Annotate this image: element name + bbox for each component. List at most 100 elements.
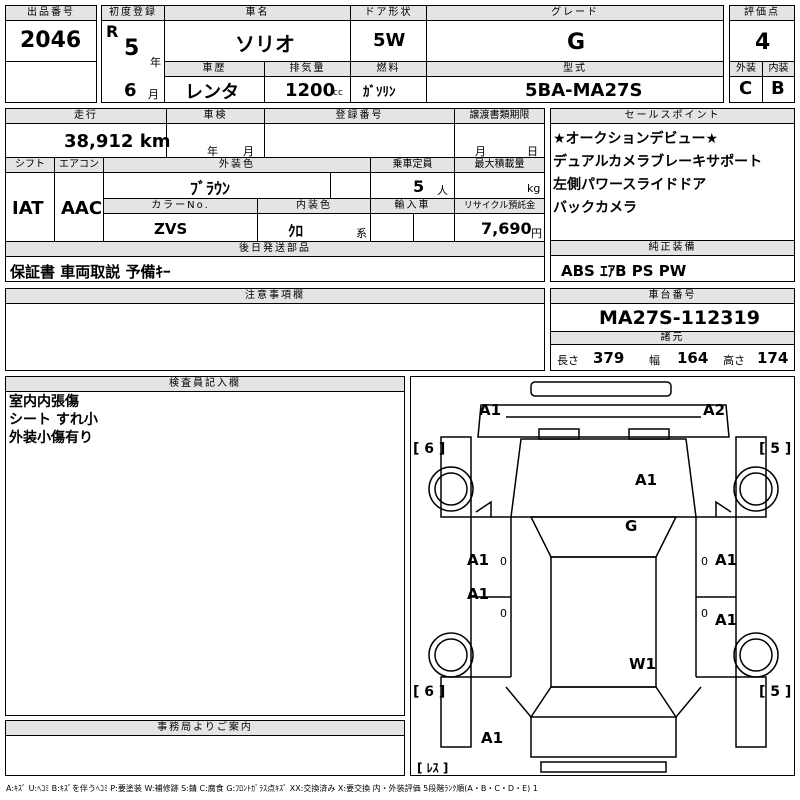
displacement: 1200 (285, 80, 336, 101)
grade-label: グレード (427, 6, 723, 21)
recycle-unit: 円 (531, 227, 542, 240)
width: 164 (677, 349, 709, 367)
history-cell: 車歴 レンタ (164, 61, 265, 103)
chassis-number: MA27S-112319 (599, 307, 760, 329)
transfer-day-unit: 日 (527, 145, 538, 158)
color-no-cell: カラーNo. ZVS (103, 198, 258, 242)
inspector-cell: 検査員記入欄 室内内張傷 シート すれ小 外装小傷有り (5, 376, 405, 716)
ac-cell: エアコン AAC (54, 157, 104, 242)
interior-color-cell: 内装色 ｸﾛ 系 (257, 198, 371, 242)
capacity: 5 (413, 177, 425, 196)
load-label: 最大積載量 (455, 158, 544, 173)
lot-extra-cell (5, 61, 97, 103)
tire-rear-right: [ 5 ] (759, 684, 792, 700)
import-cell: 輸入車 (370, 198, 455, 242)
length-label: 長さ (557, 354, 579, 367)
exterior-label: 外装 (730, 62, 762, 77)
mark-left-front-door: A1 (467, 551, 490, 569)
ac: AAC (61, 198, 103, 219)
import-label: 輸入車 (371, 199, 454, 214)
exterior-grade: C (739, 78, 753, 99)
fuel: ｶﾞｿﾘﾝ (363, 85, 396, 100)
tire-front-left: [ 6 ] (413, 441, 446, 457)
interior-color: ｸﾛ (288, 222, 304, 240)
zero-mark: 0 (701, 607, 708, 620)
import-divider (413, 213, 414, 242)
later-parts-cell: 後日発送部品 保証書 車両取説 予備ｷｰ (5, 241, 545, 282)
capacity-unit: 人 (437, 184, 448, 197)
inspector-label: 検査員記入欄 (6, 377, 404, 392)
history: レンタ (185, 82, 239, 103)
mark-front-left: A1 (479, 401, 502, 419)
grade-cell: グレード G (426, 5, 724, 62)
mileage-cell: 走行 38,912 km (5, 108, 170, 158)
displacement-label: 排気量 (265, 62, 350, 77)
spare-tire: [ ﾚｽ ] (417, 761, 449, 775)
mark-hood: A1 (635, 471, 658, 489)
reg-year: 5 (124, 36, 140, 61)
interior-grade: B (771, 78, 785, 99)
load-unit: kg (527, 182, 541, 195)
dimensions-cell: 諸元 長さ 379 幅 164 高さ 174 (550, 331, 795, 371)
zero-mark: 0 (500, 555, 507, 568)
dimensions-label: 諸元 (551, 332, 794, 345)
zero-mark: 0 (500, 607, 507, 620)
sales-point-line: 左側パワースライドドア (553, 177, 707, 193)
color-label: 外装色 (104, 158, 370, 173)
shift: IAT (12, 198, 44, 219)
score-label: 評価点 (730, 6, 794, 21)
sales-point-line: バックカメラ (553, 200, 637, 216)
color: ﾌﾞﾗｳﾝ (190, 179, 231, 198)
sales-points-cell: セールスポイント ★オークションデビュー★ デュアルカメラブレーキサポート 左側… (550, 108, 795, 241)
door-cell: ドア形状 5W (350, 5, 427, 62)
equipment-cell: 純正装備 ABS ｴｱB PS PW (550, 240, 795, 282)
equipment-label: 純正装備 (551, 241, 794, 256)
mark-rear: A1 (481, 729, 504, 747)
tire-rear-left: [ 6 ] (413, 684, 446, 700)
inspection-month-unit: 月 (243, 145, 254, 158)
inspection-year-unit: 年 (207, 145, 218, 158)
shift-label: シフト (6, 158, 54, 173)
office-label: 事務局よりご案内 (6, 721, 404, 736)
color-no: ZVS (154, 220, 188, 238)
interior-cell: 内装 B (762, 61, 795, 103)
exterior-cell: 外装 C (729, 61, 763, 103)
chassis-cell: 車台番号 MA27S-112319 (550, 288, 795, 332)
reg-month-unit: 月 (148, 88, 159, 101)
later-parts-label: 後日発送部品 (6, 242, 544, 257)
fuel-label: 燃料 (351, 62, 426, 77)
plate-cell: 登録番号 (264, 108, 455, 158)
grade: G (567, 30, 586, 55)
plate-label: 登録番号 (265, 109, 454, 124)
notes-label: 注意事項欄 (6, 289, 544, 304)
sales-point-line: ★オークションデビュー★ (553, 131, 719, 147)
lot-number: 2046 (20, 28, 82, 53)
reg-month: 6 (124, 80, 137, 101)
mark-right-rear-door: A1 (715, 611, 738, 629)
legend: A:ｷｽﾞ U:ﾍｺﾐ B:ｷｽﾞを伴うﾍｺﾐ P:要塗装 W:補修跡 S:錆 … (6, 784, 538, 793)
car-diagram-drawing (428, 381, 779, 773)
model: 5BA-MA27S (525, 80, 643, 101)
capacity-label: 乗車定員 (371, 158, 454, 173)
ac-label: エアコン (55, 158, 103, 173)
lot-number-cell: 出品番号 2046 (5, 5, 97, 62)
interior-label: 内装 (763, 62, 794, 77)
era: R (106, 22, 119, 41)
history-label: 車歴 (165, 62, 264, 77)
car-diagram: [ 6 ] [ 5 ] [ 6 ] [ 5 ] [ ﾚｽ ] A1 A2 A1 … (410, 376, 795, 776)
load-cell: 最大積載量 kg (454, 157, 545, 199)
displacement-unit: cc (333, 88, 343, 98)
length: 379 (593, 349, 625, 367)
inspector-note: シート すれ小 (9, 412, 98, 428)
tire-front-right: [ 5 ] (759, 441, 792, 457)
transfer-month-unit: 月 (475, 145, 486, 158)
notes-cell: 注意事項欄 (5, 288, 545, 371)
model-label: 型式 (427, 62, 723, 77)
mark-right-front-door: A1 (715, 551, 738, 569)
score: 4 (755, 30, 771, 55)
sales-points-label: セールスポイント (551, 109, 794, 124)
chassis-label: 車台番号 (551, 289, 794, 304)
score-cell: 評価点 4 (729, 5, 795, 62)
door-label: ドア形状 (351, 6, 426, 21)
office-cell: 事務局よりご案内 (5, 720, 405, 776)
